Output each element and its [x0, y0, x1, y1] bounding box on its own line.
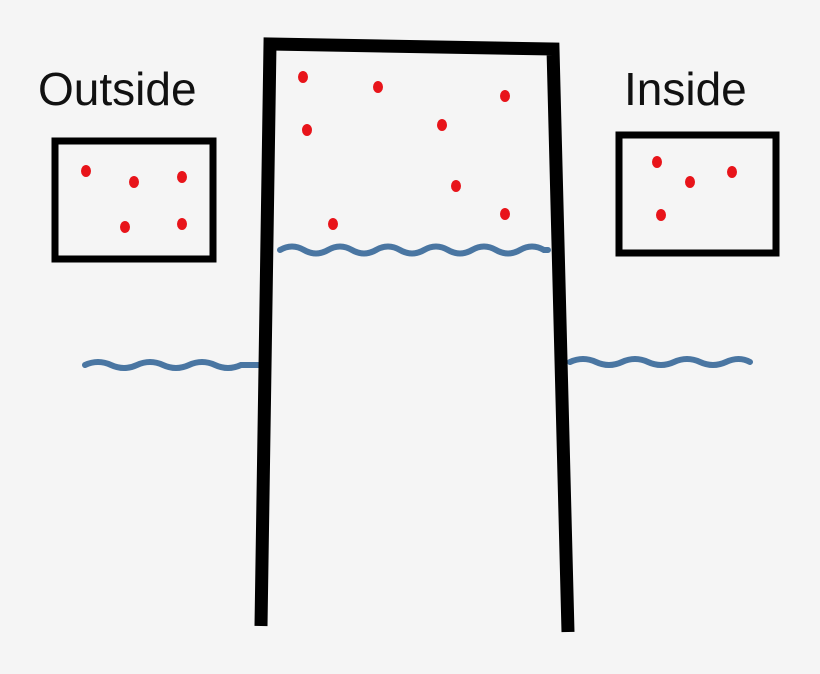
trapped-particle: [437, 119, 447, 131]
vessel-water-surface: [277, 243, 551, 257]
outside-label: Outside: [38, 63, 197, 115]
trapped-particle: [298, 71, 308, 83]
outside-sample-box: [51, 137, 217, 263]
outside-particle: [177, 218, 187, 230]
outside-water-surface-left: [82, 359, 265, 371]
outside-particle: [120, 221, 130, 233]
inside-box-frame: [615, 131, 780, 257]
trapped-particle: [451, 180, 461, 192]
outside-particle: [129, 176, 139, 188]
trapped-particle: [500, 90, 510, 102]
outside-particles: [81, 165, 187, 233]
outside-particle: [81, 165, 91, 177]
inside-sample-box: [615, 131, 780, 257]
inside-particle: [727, 166, 737, 178]
inside-particles: [652, 156, 737, 221]
trapped-particle: [328, 218, 338, 230]
inverted-vessel: [254, 37, 575, 633]
trapped-particle: [302, 124, 312, 136]
trapped-particle: [500, 208, 510, 220]
outside-particle: [177, 171, 187, 183]
trapped-particle: [373, 81, 383, 93]
inside-particle: [685, 176, 695, 188]
inside-particle: [652, 156, 662, 168]
inside-label: Inside: [624, 63, 747, 115]
inside-particle: [656, 209, 666, 221]
outside-box-frame: [51, 137, 217, 263]
trapped-air-particles: [298, 71, 510, 230]
outside-water-surface-right: [567, 356, 753, 368]
